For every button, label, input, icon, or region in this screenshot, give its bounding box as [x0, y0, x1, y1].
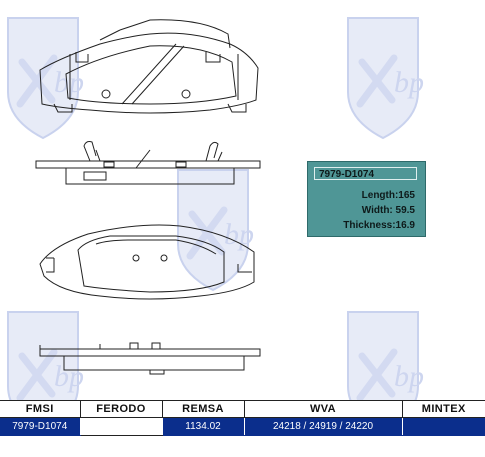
table-header-fmsi: FMSI [0, 400, 81, 418]
spec-panel: 7979-D1074 Length:165 Width: 59.5 Thickn… [307, 161, 426, 237]
table-header-ferodo: FERODO [80, 400, 163, 418]
watermark-text: bp [54, 66, 84, 99]
spec-part-code: 7979-D1074 [314, 167, 417, 180]
watermark-x-marks [16, 54, 398, 402]
table-header-remsa: REMSA [162, 400, 245, 418]
watermark-text: bp [224, 218, 254, 251]
watermark-text: bp [54, 360, 84, 393]
pad-side-view-lower [39, 342, 261, 375]
pad-side-view-upper [35, 141, 261, 185]
table-header-mintex: MINTEX [402, 400, 485, 418]
spec-length: Length:165 [361, 190, 415, 201]
table-cell-ferodo [80, 417, 163, 436]
pad-back-view [39, 224, 255, 300]
table-cell-wva: 24218 / 24919 / 24220 [244, 417, 403, 436]
spec-thickness: Thickness:16.9 [343, 220, 415, 231]
reference-table: FMSI FERODO REMSA WVA MINTEX 7979-D1074 … [0, 400, 485, 436]
table-header-wva: WVA [244, 400, 403, 418]
table-cell-fmsi: 7979-D1074 [0, 417, 81, 436]
table-cell-mintex [402, 417, 485, 436]
pad-top-view [39, 19, 259, 114]
table-cell-remsa: 1134.02 [162, 417, 245, 436]
table-header-row: FMSI FERODO REMSA WVA MINTEX [0, 400, 485, 418]
spec-width: Width: 59.5 [361, 205, 415, 216]
watermark-text: bp [394, 66, 424, 99]
table-row: 7979-D1074 1134.02 24218 / 24919 / 24220 [0, 417, 485, 436]
watermark-texts: bp bp bp bp bp [54, 66, 424, 393]
watermark-text: bp [394, 360, 424, 393]
